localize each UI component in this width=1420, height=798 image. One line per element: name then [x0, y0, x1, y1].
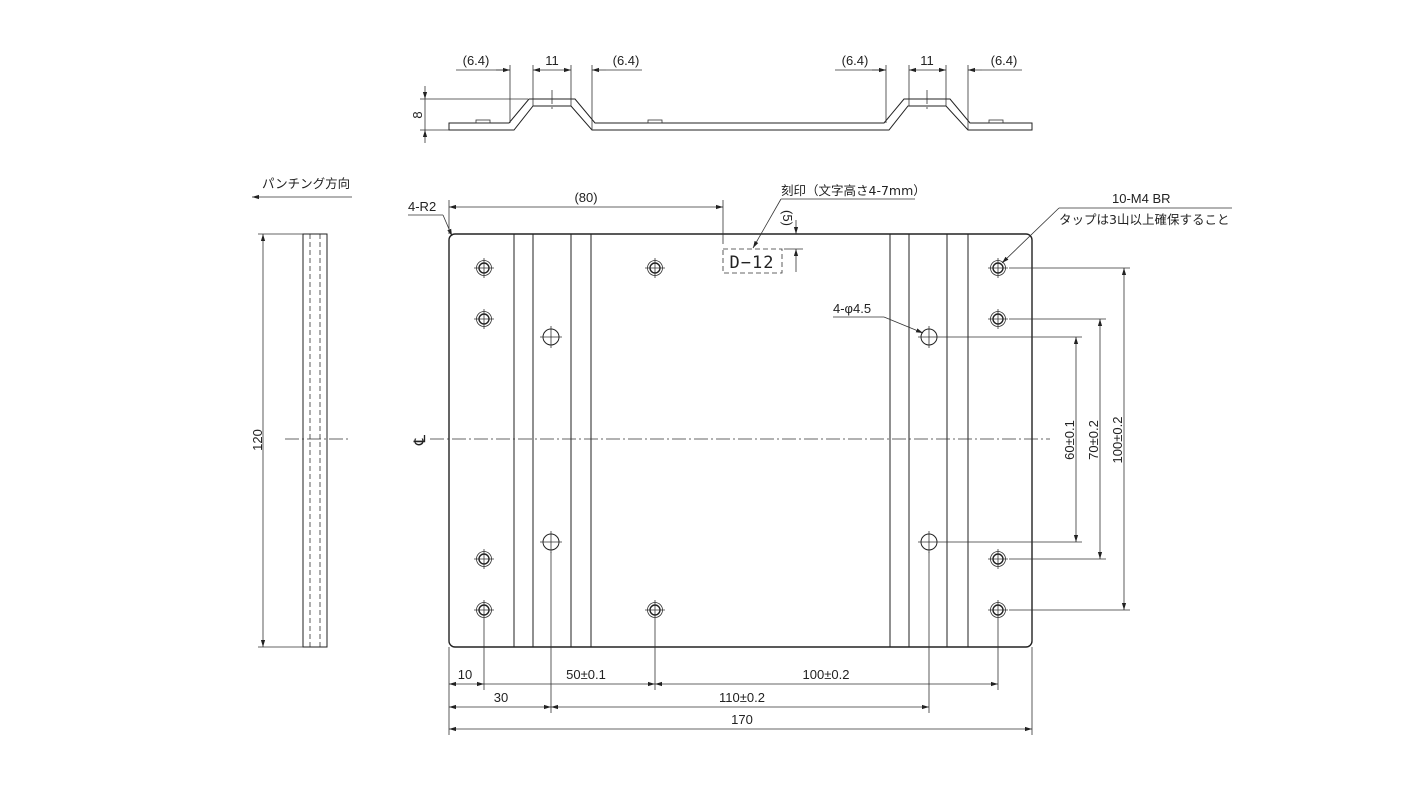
side-plate-outline — [302, 233, 328, 648]
through-holes — [539, 325, 941, 554]
dim-vert-100: 100±0.2 — [1110, 417, 1125, 464]
punch-direction-label: パンチング方向 — [262, 176, 350, 191]
marking-note: 刻印（文字高さ4-7mm） — [781, 183, 926, 198]
tap-label: 10-M4 BR — [1112, 191, 1171, 206]
dim-left-offset-2: (6.4) — [613, 53, 640, 68]
dim-bottom-30: 30 — [494, 690, 508, 705]
dim-left-width: 11 — [545, 53, 559, 68]
tap-note: タップは3山以上確保すること — [1059, 212, 1229, 227]
corner-radius-label: 4-R2 — [408, 199, 436, 214]
dim-right-width: 11 — [920, 53, 934, 68]
dim-bottom-110: 110±0.2 — [719, 690, 765, 705]
dim-bottom-10: 10 — [458, 667, 472, 682]
dim-marking-depth: (5) — [780, 210, 795, 226]
dim-side-height-120: 120 — [250, 429, 265, 451]
dim-bottom-100: 100±0.2 — [803, 667, 850, 682]
dim-height-8: 8 — [410, 111, 425, 118]
marking-box — [722, 248, 783, 274]
dim-left-offset-1: (6.4) — [463, 53, 490, 68]
dim-right-offset-1: (6.4) — [842, 53, 869, 68]
dim-top-80: (80) — [574, 190, 597, 205]
plate-outline — [448, 233, 1033, 648]
top-view: (6.4) 11 (6.4) (6.4) 11 (6.4) 8 — [410, 53, 1033, 143]
dim-bottom-50: 50±0.1 — [566, 667, 606, 682]
bent-plate-profile — [448, 98, 1033, 131]
dim-vert-60: 60±0.1 — [1062, 420, 1077, 460]
hole-label: 4-φ4.5 — [833, 301, 871, 316]
dim-right-offset-2: (6.4) — [991, 53, 1018, 68]
dim-bottom-170: 170 — [731, 712, 753, 727]
side-view: パンチング方向 120 — [250, 176, 352, 648]
marking-text: D−12 — [730, 253, 775, 273]
dim-vert-70: 70±0.2 — [1086, 420, 1101, 460]
centerline-symbol: ℄ — [412, 434, 429, 446]
front-view: ℄ 4-R2 (80) 刻印（文字高さ4-7mm） D−12 (5) — [408, 183, 1232, 735]
